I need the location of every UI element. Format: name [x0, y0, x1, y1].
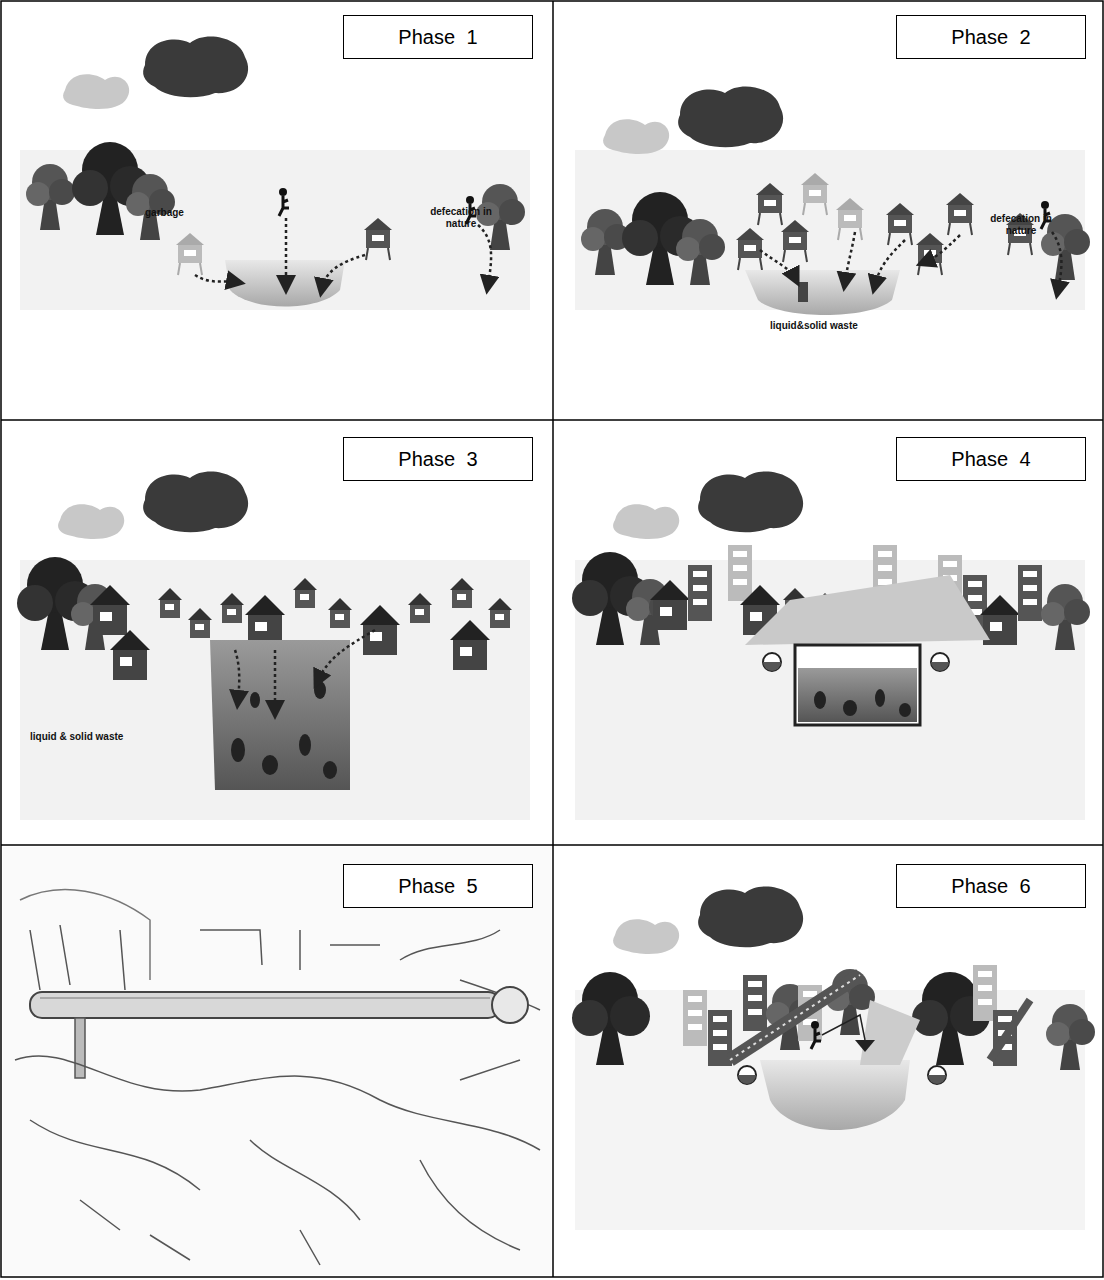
phase-box: Phase 1	[343, 15, 533, 59]
phase-title: Phase 3	[398, 448, 477, 471]
phase-box: Phase 2	[896, 15, 1086, 59]
phase-title: Phase 4	[951, 448, 1030, 471]
phase-box: Phase 4	[896, 437, 1086, 481]
phase-box: Phase 3	[343, 437, 533, 481]
phase-title: Phase 1	[398, 26, 477, 49]
phase-box: Phase 5	[343, 864, 533, 908]
illustration-label: defecation in nature	[425, 206, 497, 229]
illustration-label: defecation in nature	[985, 213, 1057, 236]
illustration-label: liquid&solid waste	[770, 320, 900, 332]
phase-title: Phase 5	[398, 875, 477, 898]
illustration-label: liquid & solid waste	[30, 731, 190, 743]
illustration-label: garbage	[145, 207, 205, 219]
phase-box: Phase 6	[896, 864, 1086, 908]
phase-title: Phase 2	[951, 26, 1030, 49]
phase-title: Phase 6	[951, 875, 1030, 898]
